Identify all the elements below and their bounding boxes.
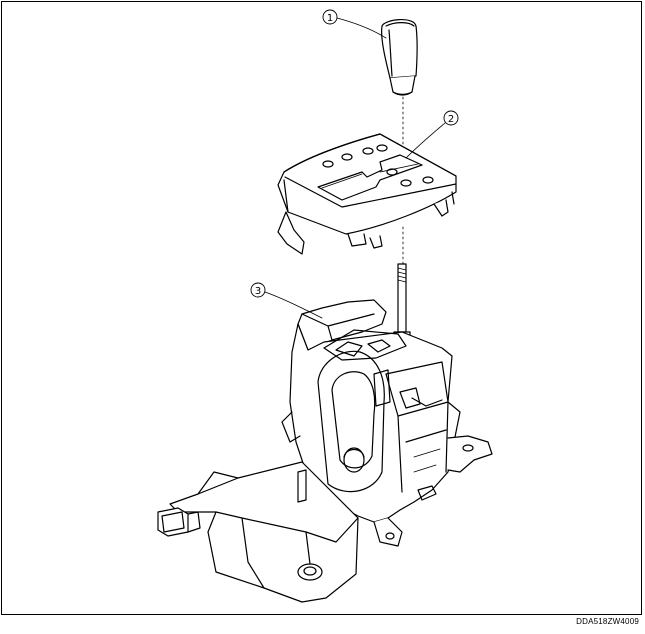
diagram-frame: 1 2 3 xyxy=(1,1,642,615)
selector-lever-rod xyxy=(393,263,411,341)
callout-3: 3 xyxy=(250,282,323,319)
indicator-panel xyxy=(277,133,457,255)
callout-1: 1 xyxy=(322,9,387,39)
figure-code: DDA518ZW4009 xyxy=(576,617,639,626)
selector-knob xyxy=(381,19,418,96)
callout-2: 2 xyxy=(405,110,459,159)
exploded-view-illustration: 1 2 3 xyxy=(157,9,493,603)
callout-1-number: 1 xyxy=(327,13,333,24)
callout-2-number: 2 xyxy=(448,114,454,125)
selector-lever-base xyxy=(157,299,493,603)
callout-3-number: 3 xyxy=(255,286,261,297)
